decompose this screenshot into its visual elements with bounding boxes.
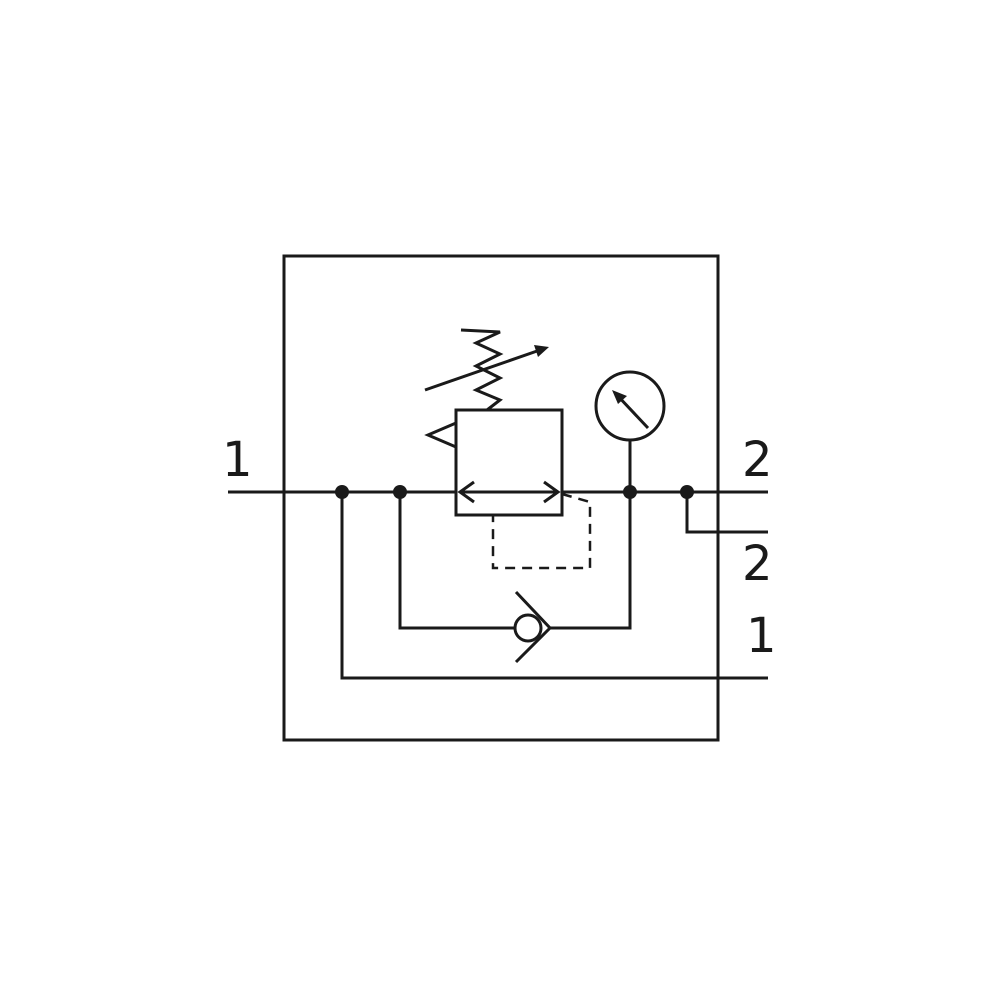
spring-adjust-arrow bbox=[424, 348, 541, 392]
spring-adjust-arrowhead bbox=[534, 345, 549, 357]
port-label-right-outlet-bottom: 2 bbox=[742, 536, 773, 592]
port-label-right-outlet-top: 2 bbox=[742, 432, 773, 488]
valve-arrowhead-right bbox=[543, 480, 561, 504]
port-label-left-inlet: 1 bbox=[222, 432, 253, 488]
outlet-branch-line bbox=[685, 492, 768, 534]
vent-triangle bbox=[424, 421, 457, 449]
check-valve-seat bbox=[514, 590, 553, 664]
check-valve-ball bbox=[513, 613, 543, 643]
junction-dot bbox=[623, 485, 637, 499]
regulator-valve-body bbox=[454, 408, 564, 517]
pressure-gauge bbox=[594, 370, 666, 442]
valve-arrowhead-left bbox=[457, 480, 475, 504]
pilot-line bbox=[491, 492, 592, 570]
gauge-needle-head bbox=[612, 390, 627, 404]
junction-dot bbox=[680, 485, 694, 499]
bypass-line-left bbox=[398, 492, 516, 630]
bypass-line-right bbox=[550, 492, 632, 630]
junction-dot bbox=[335, 485, 349, 499]
port-label-right-return: 1 bbox=[746, 608, 777, 664]
return-line bbox=[340, 492, 768, 680]
junction-dot bbox=[393, 485, 407, 499]
adjustable-spring bbox=[460, 328, 504, 412]
enclosure-frame bbox=[282, 254, 720, 742]
